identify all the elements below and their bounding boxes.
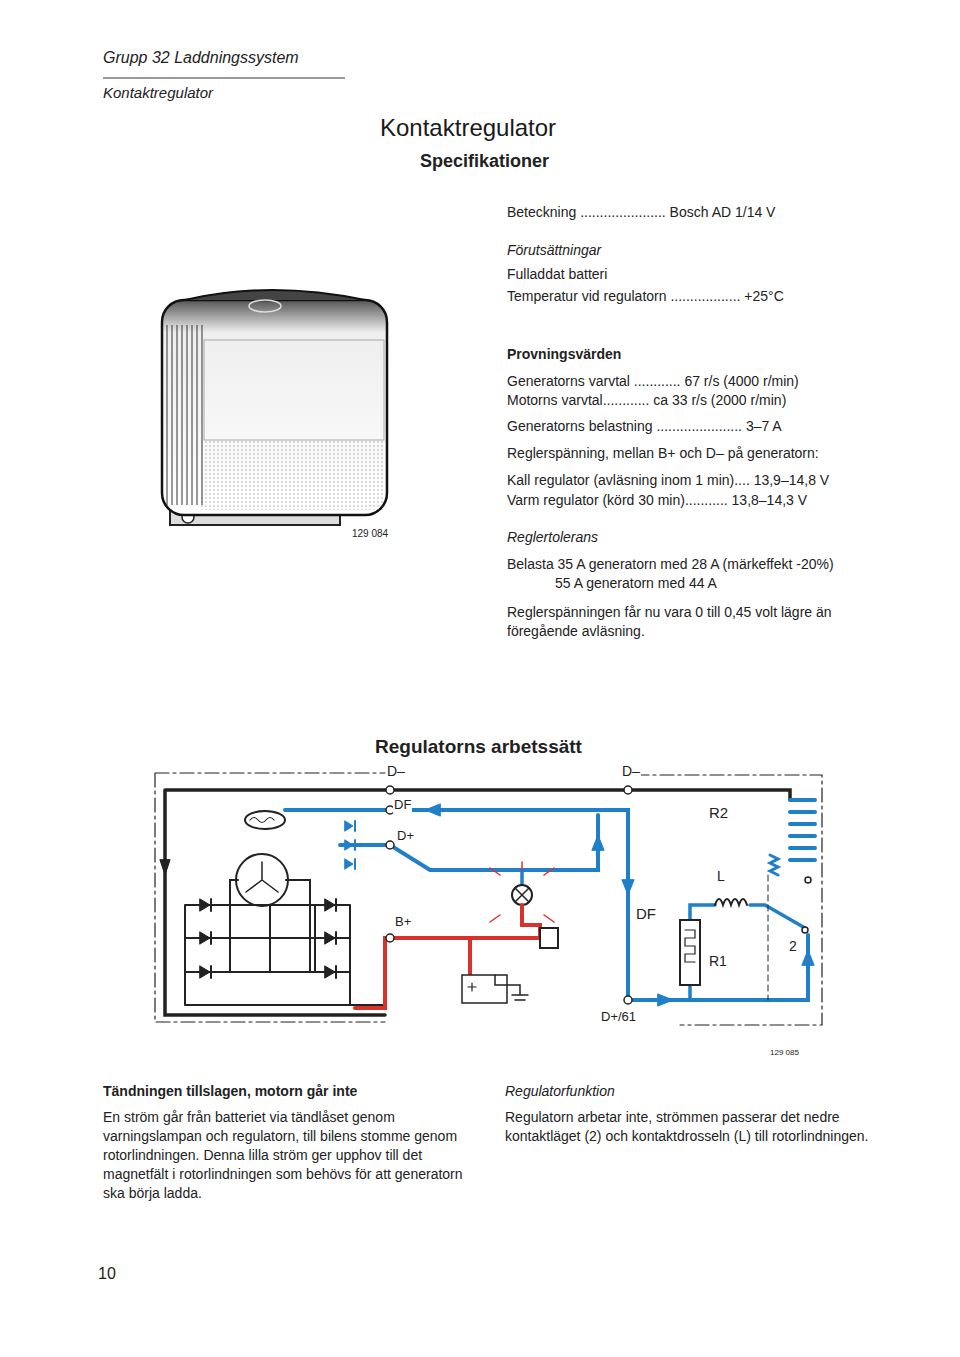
terminal-label: D– [386, 763, 406, 781]
contact-number: 2 [788, 938, 798, 956]
terminal-label: B+ [394, 914, 412, 930]
spec-heading: Provningsvärden [507, 346, 621, 364]
running-head: Grupp 32 Laddningssystem [103, 48, 299, 68]
spec-line: Varm regulator (körd 30 min)........... … [507, 492, 807, 510]
page-title: Kontaktregulator [380, 113, 556, 143]
warning-lamp [512, 885, 532, 905]
running-head: Kontaktregulator [103, 84, 213, 103]
diagram-heading: Regulatorns arbetssätt [375, 735, 582, 759]
paragraph-heading: Tändningen tillslagen, motorn går inte [103, 1083, 357, 1101]
regulator-housing [635, 775, 822, 1025]
coil-r2 [790, 800, 815, 860]
circuit-schematic [155, 773, 822, 1025]
spec-line: Belasta 35 A generatorn med 28 A (märkef… [507, 556, 834, 574]
spec-note: Reglerspänningen får nu vara 0 till 0,45… [507, 603, 872, 641]
section-heading: Specifikationer [420, 150, 549, 173]
spec-line: Kall regulator (avläsning inom 1 min)...… [507, 472, 829, 490]
regulator-picture [162, 290, 387, 525]
part-label: R1 [708, 953, 728, 971]
spec-line: Generatorns varvtal ............ 67 r/s … [507, 373, 799, 391]
terminal-label: DF [393, 797, 412, 813]
paragraph: En ström går från batteriet via tändlåse… [103, 1108, 475, 1202]
stator [236, 854, 288, 906]
battery-wire [355, 905, 540, 1008]
ground-wire [165, 790, 790, 1015]
spec-line: Reglerspänning, mellan B+ och D– på gene… [507, 445, 819, 463]
terminal-label: D– [621, 763, 641, 781]
header-rule [103, 78, 345, 79]
part-label: L [716, 868, 726, 886]
part-label: R2 [708, 804, 729, 823]
terminal-label: D+/61 [600, 1009, 637, 1025]
spec-line: Beteckning ...................... Bosch … [507, 204, 775, 222]
page-number: 10 [98, 1264, 116, 1284]
choke-coil [715, 899, 747, 905]
paragraph-heading: Regulatorfunktion [505, 1083, 615, 1101]
terminal-label: DF [635, 905, 657, 924]
field-wire [285, 810, 808, 1000]
terminal-label: D+ [396, 828, 415, 844]
spec-heading: Reglertolerans [507, 529, 598, 547]
charge-wire [340, 815, 598, 870]
spec-heading: Förutsättningar [507, 242, 601, 260]
figure-number: 129 085 [770, 1048, 799, 1058]
spec-line: Fulladdat batteri [507, 266, 607, 284]
spec-line: 55 A generatorn med 44 A [555, 575, 717, 593]
figure-number: 129 084 [352, 528, 388, 541]
paragraph: Regulatorn arbetar inte, strömmen passer… [505, 1108, 877, 1146]
spec-line: Temperatur vid regulatorn ..............… [507, 288, 784, 306]
spec-line: Generatorns belastning .................… [507, 418, 782, 436]
ignition-switch [540, 928, 558, 948]
battery [462, 975, 507, 1003]
spec-line: Motorns varvtal............ ca 33 r/s (2… [507, 392, 786, 410]
resistor-symbol [680, 920, 700, 985]
rotor-winding [245, 811, 285, 829]
